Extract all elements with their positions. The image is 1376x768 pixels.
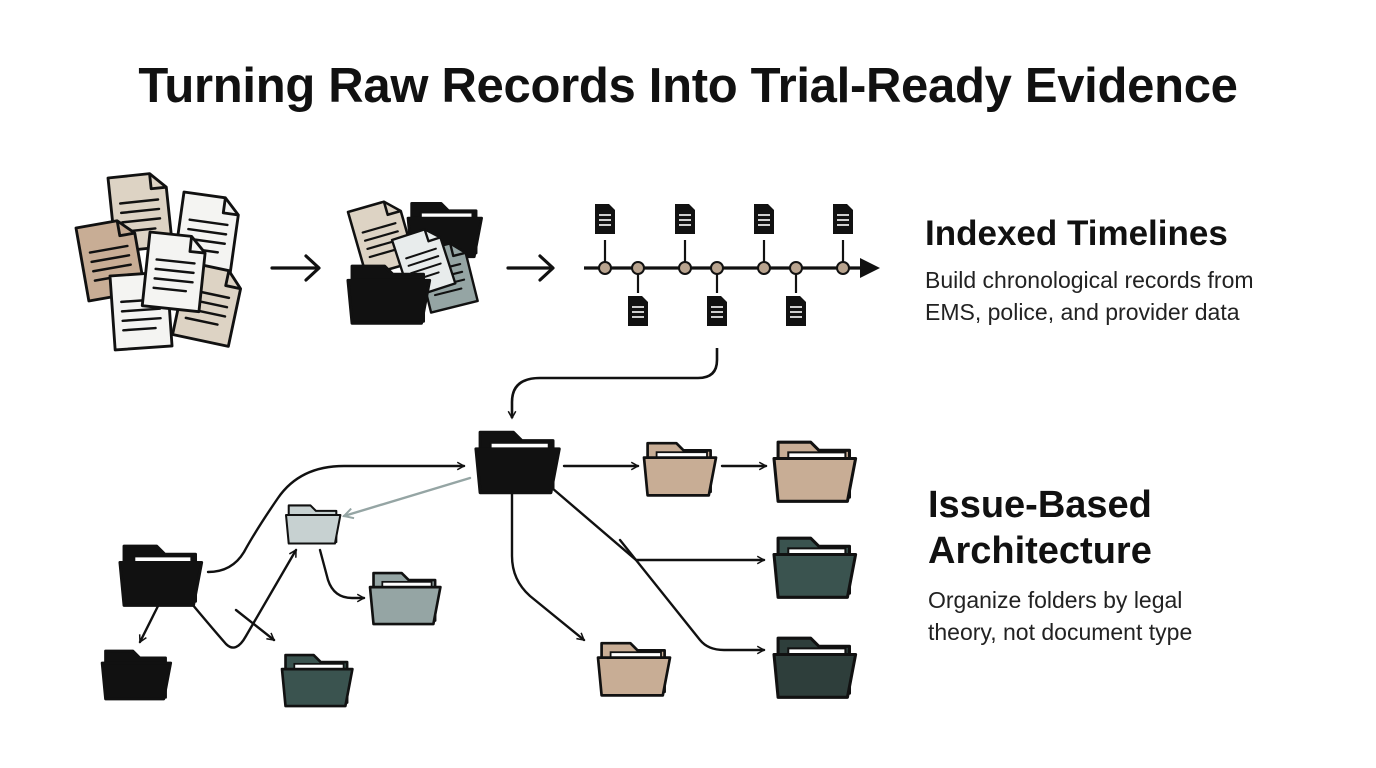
indexed-timeline bbox=[584, 203, 880, 327]
timeline-node bbox=[678, 261, 692, 275]
folder-icon bbox=[772, 440, 858, 503]
document-icon bbox=[832, 203, 854, 235]
folder-icon bbox=[118, 544, 204, 607]
page-title: Turning Raw Records Into Trial-Ready Evi… bbox=[138, 59, 1238, 113]
timeline-node bbox=[836, 261, 850, 275]
arrow-icon bbox=[270, 254, 321, 282]
description-line: EMS, police, and provider data bbox=[925, 299, 1240, 325]
folder-icon bbox=[346, 264, 432, 325]
document-icon bbox=[140, 230, 209, 314]
raw-document-pile bbox=[74, 170, 246, 352]
folder-icon bbox=[368, 571, 442, 626]
folder-icon bbox=[642, 441, 718, 497]
panel-heading: Issue-Based Architecture bbox=[928, 482, 1348, 574]
folder-icon bbox=[280, 653, 354, 708]
document-icon bbox=[706, 295, 728, 327]
folder-icon bbox=[284, 504, 342, 545]
description-line: Organize folders by legal bbox=[928, 587, 1183, 613]
timeline-node bbox=[710, 261, 724, 275]
panel-description: Organize folders by legal theory, not do… bbox=[928, 584, 1348, 648]
timeline-node bbox=[598, 261, 612, 275]
description-line: Build chronological records from bbox=[925, 267, 1254, 293]
panel-description: Build chronological records from EMS, po… bbox=[925, 264, 1345, 328]
folder-icon bbox=[772, 636, 858, 699]
document-icon bbox=[627, 295, 649, 327]
description-line: theory, not document type bbox=[928, 619, 1193, 645]
timeline-node bbox=[789, 261, 803, 275]
timeline-arrowhead bbox=[860, 258, 880, 278]
folder-icon bbox=[474, 430, 561, 495]
arrow-icon bbox=[506, 254, 555, 282]
folder-hierarchy bbox=[138, 466, 766, 650]
connector-arrow bbox=[512, 348, 719, 418]
folder-icon bbox=[596, 641, 672, 697]
folder-icon bbox=[772, 536, 858, 599]
issue-based-architecture-panel: Issue-Based Architecture Organize folder… bbox=[928, 482, 1348, 648]
document-icon bbox=[594, 203, 616, 235]
heading-line: Architecture bbox=[928, 530, 1152, 572]
panel-heading: Indexed Timelines bbox=[925, 214, 1228, 253]
folder-icon bbox=[100, 649, 173, 701]
heading-line: Issue-Based bbox=[928, 484, 1152, 526]
document-icon bbox=[674, 203, 696, 235]
document-folder-group bbox=[346, 196, 483, 325]
document-icon bbox=[753, 203, 775, 235]
document-icon bbox=[785, 295, 807, 327]
indexed-timelines-panel: Indexed Timelines Build chronological re… bbox=[925, 212, 1345, 328]
timeline-node bbox=[757, 261, 771, 275]
timeline-node bbox=[631, 261, 645, 275]
